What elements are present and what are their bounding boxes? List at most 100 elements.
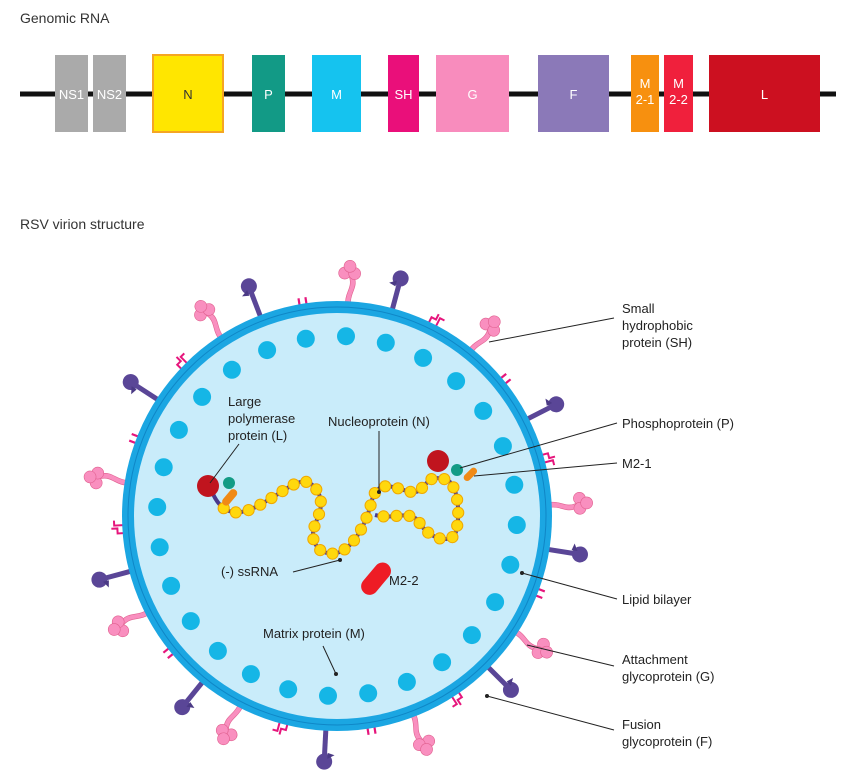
g-glycoprotein <box>336 259 362 305</box>
matrix-protein-dot <box>493 437 512 456</box>
matrix-protein-dot <box>241 665 260 684</box>
leader-ssrna <box>292 559 341 573</box>
matrix-protein-dot <box>501 555 520 574</box>
nucleoprotein-bead <box>360 511 373 524</box>
leader-f <box>486 695 615 731</box>
m21-protein-left <box>222 489 238 506</box>
gene-l: L <box>709 55 820 132</box>
leader-matrix <box>322 645 337 675</box>
gene-l-label: L <box>761 87 768 102</box>
g-glycoprotein <box>548 491 594 517</box>
gene-m2-1: M 2-1 <box>631 55 659 132</box>
nucleoprotein-bead <box>287 478 300 491</box>
virion-title: RSV virion structure <box>20 216 145 232</box>
nucleoprotein-bead <box>265 491 278 505</box>
nucleoprotein-bead <box>433 532 446 545</box>
nucleoprotein-bead <box>391 482 405 495</box>
gene-ns1-label: NS1 <box>59 87 84 102</box>
g-glycoprotein <box>82 464 129 494</box>
label-n: Nucleoprotein (N) <box>328 414 430 429</box>
nucleoprotein-bead <box>338 543 351 556</box>
label-f-line1: Fusion <box>622 717 661 732</box>
f-glycoprotein <box>89 563 134 592</box>
nucleoprotein-bead <box>364 499 377 512</box>
leader-m21 <box>473 462 618 477</box>
label-l-line1: Large <box>228 394 261 409</box>
matrix-protein-dot <box>258 341 277 360</box>
leader-lipid <box>521 572 618 600</box>
gene-p-box <box>252 55 285 132</box>
leader-lines <box>209 317 618 731</box>
label-sh-line2: hydrophobic <box>622 318 693 333</box>
nucleoprotein-beads <box>217 473 465 560</box>
nucleoprotein-bead <box>229 506 242 519</box>
matrix-protein-dot <box>433 653 452 672</box>
matrix-protein-dot <box>208 641 227 660</box>
matrix-protein-dot <box>150 538 169 557</box>
nucleoprotein-bead <box>379 480 392 493</box>
matrix-protein-dot <box>447 372 466 391</box>
label-matrix: Matrix protein (M) <box>263 626 365 641</box>
gene-ns1: NS1 <box>55 55 88 132</box>
nucleoprotein-bead <box>451 519 464 532</box>
f-glycoprotein <box>315 728 336 771</box>
leader-dot-f <box>485 694 489 698</box>
matrix-protein-dot <box>474 401 493 420</box>
gene-ns2: NS2 <box>93 55 126 132</box>
p-protein-right <box>451 464 463 476</box>
matrix-protein-dot <box>296 329 315 348</box>
nucleoprotein-bead <box>422 526 435 539</box>
gene-m2-2: M 2-2 <box>664 55 693 132</box>
gene-sh: SH <box>388 55 419 132</box>
leader-p <box>459 422 618 469</box>
gene-ns2-box <box>93 55 126 132</box>
gene-n: N <box>152 54 224 133</box>
nucleoprotein-bead <box>451 493 464 506</box>
nucleoprotein-bead <box>452 506 465 519</box>
nucleoprotein-bead <box>300 475 313 488</box>
nucleoprotein-bead <box>308 520 321 533</box>
nucleoprotein-bead <box>326 547 339 560</box>
label-l-line3: protein (L) <box>228 428 287 443</box>
gene-ns1-box <box>55 55 88 132</box>
matrix-protein-dot <box>462 626 481 645</box>
leader-dot-matrix <box>334 672 338 676</box>
genome-title: Genomic RNA <box>20 10 110 26</box>
matrix-protein-dot <box>414 348 433 367</box>
nucleoprotein-bead <box>403 509 416 523</box>
leader-l <box>209 443 240 484</box>
virion-interior <box>134 313 540 719</box>
nucleoprotein-bead <box>242 504 255 517</box>
nucleoprotein-bead <box>415 481 429 494</box>
nucleoprotein-bead <box>314 495 327 508</box>
gene-ns2-label: NS2 <box>97 87 122 102</box>
leader-g <box>526 644 615 667</box>
matrix-protein-dot <box>148 498 167 516</box>
nucleoprotein-bead <box>310 483 323 496</box>
m22-protein <box>361 562 391 595</box>
leader-sh <box>488 317 615 343</box>
matrix-protein-dot <box>507 516 526 534</box>
nucleoprotein-bead <box>425 473 438 486</box>
matrix-protein-dot <box>397 672 416 691</box>
gene-l-box <box>709 55 820 132</box>
nucleoprotein-bead <box>438 473 451 486</box>
nucleoprotein-bead <box>354 523 368 536</box>
l-protein-right <box>427 450 449 472</box>
label-lipid: Lipid bilayer <box>622 592 692 607</box>
nucleoprotein-bead <box>307 533 320 546</box>
label-m21: M2-1 <box>622 456 652 471</box>
matrix-protein-dot <box>181 612 200 631</box>
gene-n-label: N <box>183 87 192 102</box>
nucleoprotein-bead <box>276 485 289 498</box>
gene-m2-2-box <box>664 55 693 132</box>
matrix-protein-dot <box>319 686 337 705</box>
nucleoprotein-bead <box>254 498 267 511</box>
matrix-protein-dot <box>279 680 298 699</box>
label-l-line2: polymerase <box>228 411 295 426</box>
label-g-line1: Attachment <box>622 652 688 667</box>
label-ssrna: (-) ssRNA <box>221 564 278 579</box>
gene-sh-box <box>388 55 419 132</box>
gene-f: F <box>538 55 609 132</box>
gene-m2-1-label-line2: 2-1 <box>636 92 655 107</box>
